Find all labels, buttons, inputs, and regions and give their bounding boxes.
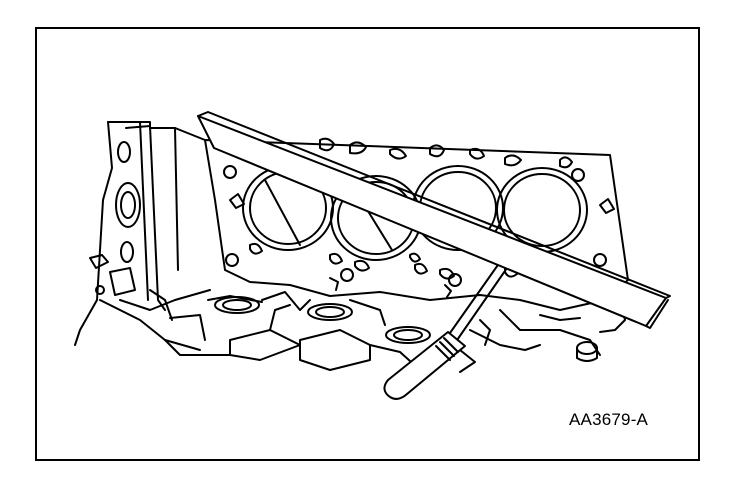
engine-block-outline (74, 121, 626, 373)
feeler-gauge (383, 261, 508, 400)
figure-id-label: AA3679-A (569, 410, 649, 429)
straightedge (197, 111, 671, 329)
